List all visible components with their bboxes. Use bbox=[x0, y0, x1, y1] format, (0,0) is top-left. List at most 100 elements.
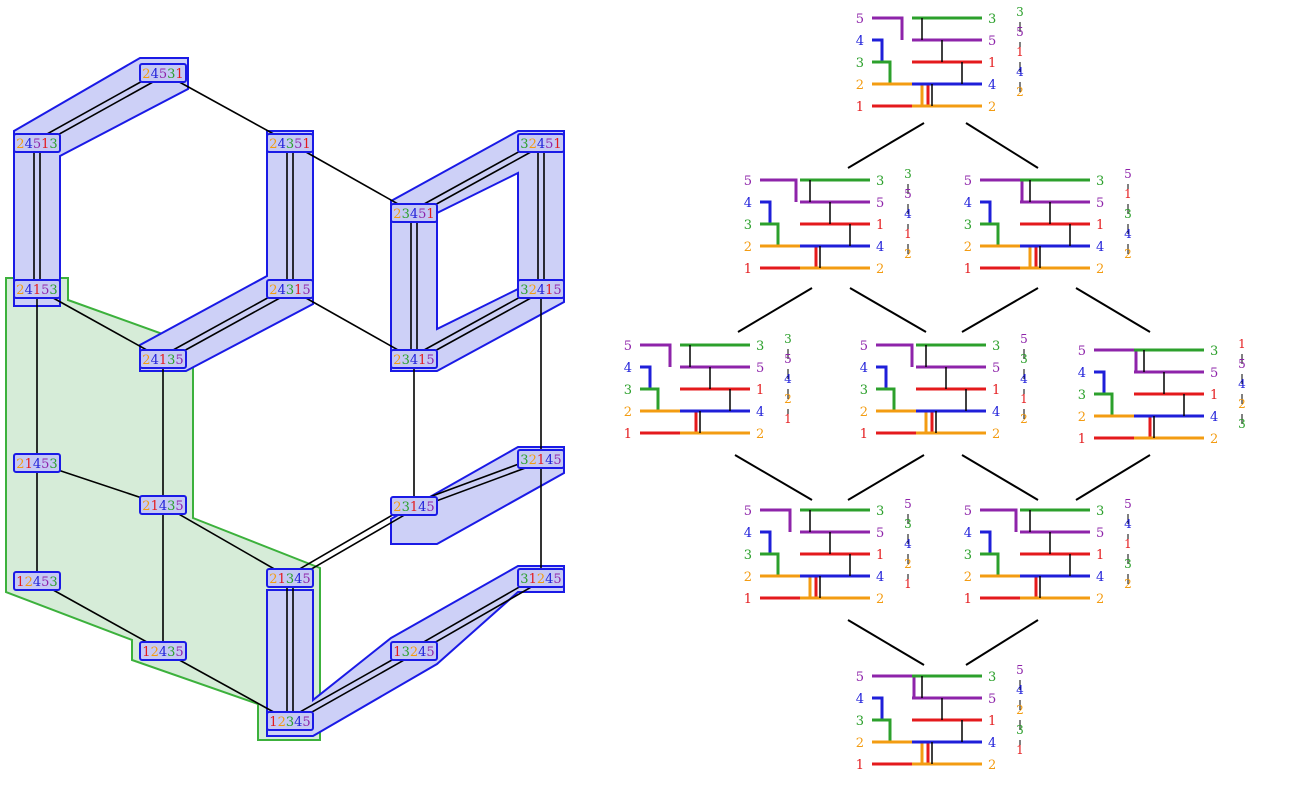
row-label: 5 bbox=[860, 339, 868, 354]
row-label: 5 bbox=[964, 504, 972, 519]
poset-node: 5 bbox=[1016, 25, 1024, 39]
poset-node: 3 bbox=[1016, 723, 1024, 737]
blue-band-1 bbox=[13, 57, 189, 307]
row-label: 4 bbox=[856, 692, 864, 707]
graph-edge bbox=[162, 72, 291, 144]
lattice-edge bbox=[847, 122, 925, 169]
row-label: 1 bbox=[856, 100, 864, 115]
poset-node: 5 bbox=[904, 187, 912, 201]
poset-node: 3 bbox=[1124, 557, 1132, 571]
node-12453: 12453 bbox=[13, 571, 61, 591]
pipe-2 bbox=[980, 574, 1038, 598]
node-box bbox=[266, 711, 314, 731]
poset-node: 5 bbox=[1020, 332, 1028, 346]
node-box bbox=[139, 495, 187, 515]
node-32415: 32415 bbox=[517, 279, 565, 299]
end-label: 5 bbox=[876, 196, 884, 211]
end-label: 4 bbox=[876, 570, 884, 585]
node-label: 21345 bbox=[269, 572, 310, 587]
pipe-2 bbox=[876, 409, 928, 433]
pipe-2 bbox=[872, 82, 924, 106]
row-label: 3 bbox=[860, 383, 868, 398]
poset-node: 4 bbox=[1124, 227, 1132, 241]
node-label: 24513 bbox=[16, 137, 57, 152]
row-label: 4 bbox=[964, 196, 972, 211]
poset-node: 4 bbox=[1124, 517, 1132, 531]
end-label: 3 bbox=[876, 174, 884, 189]
row-label: 5 bbox=[856, 670, 864, 685]
node-23451: 23451 bbox=[390, 203, 438, 223]
end-label: 3 bbox=[1210, 344, 1218, 359]
pipe-2 bbox=[872, 740, 924, 764]
node-21435: 21435 bbox=[139, 495, 187, 515]
pipe-3 bbox=[872, 60, 892, 84]
poset-node: 4 bbox=[1020, 372, 1028, 386]
lattice-edge bbox=[847, 454, 925, 501]
end-label: 3 bbox=[988, 12, 996, 27]
poset-node: 4 bbox=[1238, 377, 1246, 391]
pipe-4 bbox=[872, 38, 884, 62]
pipe-4 bbox=[980, 200, 992, 224]
end-label: 5 bbox=[988, 692, 996, 707]
end-label: 2 bbox=[756, 427, 764, 442]
node-box bbox=[13, 571, 61, 591]
poset-node: 5 bbox=[1238, 357, 1246, 371]
row-label: 4 bbox=[744, 196, 752, 211]
graph-edge bbox=[162, 504, 291, 579]
poset-node: 2 bbox=[784, 392, 792, 406]
poset-node: 2 bbox=[1016, 85, 1024, 99]
node-box bbox=[390, 496, 438, 516]
node-label: 24531 bbox=[142, 67, 183, 82]
end-label: 2 bbox=[1096, 592, 1104, 607]
row-label: 3 bbox=[624, 383, 632, 398]
pipe-dream-lattice: 5432135142351425432135142354125432135142… bbox=[624, 5, 1246, 773]
pipe-1 bbox=[872, 84, 930, 108]
row-label: 4 bbox=[624, 361, 632, 376]
end-label: 5 bbox=[988, 34, 996, 49]
node-label: 21453 bbox=[16, 457, 57, 472]
end-label: 3 bbox=[756, 339, 764, 354]
end-label: 4 bbox=[756, 405, 764, 420]
pipe-5 bbox=[872, 16, 904, 40]
node-box bbox=[13, 279, 61, 299]
row-label: 1 bbox=[964, 262, 972, 277]
node-label: 12453 bbox=[16, 575, 57, 590]
poset-node: 1 bbox=[1016, 45, 1024, 59]
pipe-3 bbox=[980, 222, 1000, 246]
poset-node: 4 bbox=[784, 372, 792, 386]
poset-node: 5 bbox=[1124, 497, 1132, 511]
row-label: 2 bbox=[856, 78, 864, 93]
end-label: 4 bbox=[988, 78, 996, 93]
node-box bbox=[139, 349, 187, 369]
pipe-4 bbox=[872, 696, 884, 720]
node-label: 23415 bbox=[393, 353, 434, 368]
lattice-edge bbox=[849, 287, 927, 333]
pipe-5 bbox=[760, 508, 792, 532]
lattice-edge bbox=[965, 122, 1039, 169]
pipe-4 bbox=[980, 530, 992, 554]
node-12345: 12345 bbox=[266, 711, 314, 731]
pipe-5 bbox=[872, 674, 916, 698]
node-box bbox=[390, 203, 438, 223]
pipe-1 bbox=[760, 246, 818, 270]
pipe-1 bbox=[1094, 416, 1152, 440]
row-label: 1 bbox=[744, 592, 752, 607]
node-box bbox=[266, 568, 314, 588]
pipe-3 bbox=[640, 387, 660, 411]
poset-node: 2 bbox=[1124, 247, 1132, 261]
end-label: 1 bbox=[1096, 218, 1104, 233]
pipe-2 bbox=[980, 244, 1032, 268]
end-label: 2 bbox=[876, 262, 884, 277]
end-label: 4 bbox=[876, 240, 884, 255]
lattice-edge bbox=[961, 287, 1039, 333]
pipe-3 bbox=[980, 552, 1000, 576]
row-label: 1 bbox=[744, 262, 752, 277]
end-label: 3 bbox=[1096, 174, 1104, 189]
pipe-2 bbox=[1094, 414, 1152, 438]
node-label: 12345 bbox=[269, 715, 310, 730]
poset-node: 1 bbox=[1016, 743, 1024, 757]
